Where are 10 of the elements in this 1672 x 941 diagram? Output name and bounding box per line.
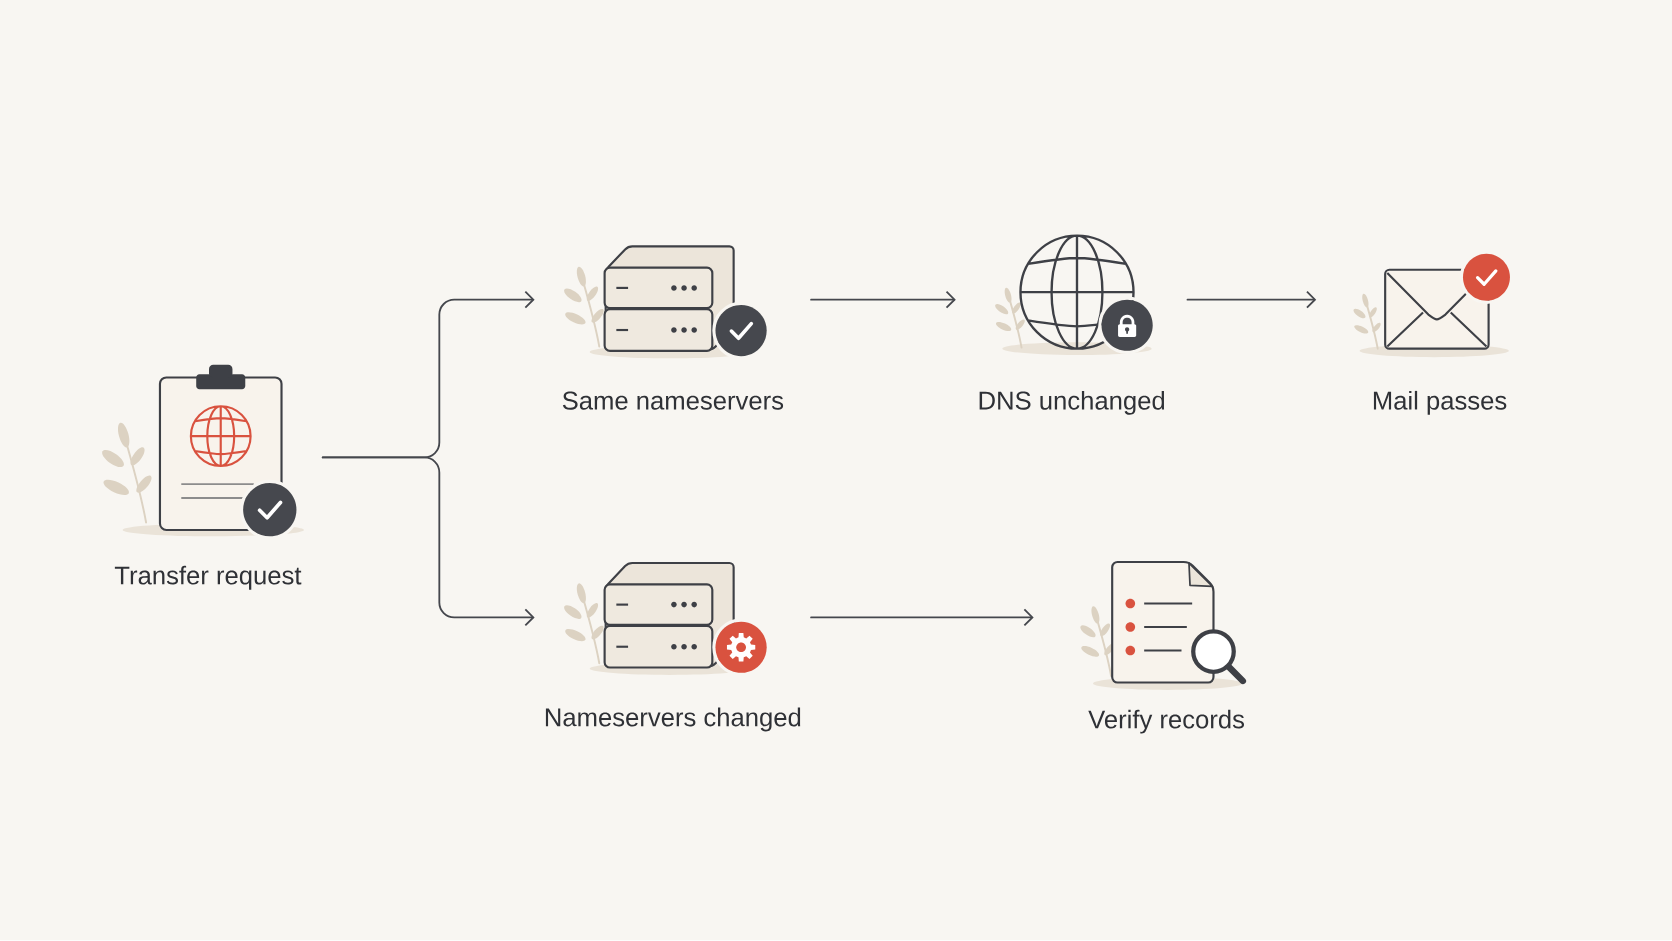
step-label: Verify records bbox=[1088, 710, 1244, 734]
step-label: DNS unchanged bbox=[979, 391, 1165, 415]
arrow bbox=[321, 456, 535, 627]
step-label: Transfer request bbox=[114, 566, 302, 590]
step-label: Mail passes bbox=[1373, 391, 1507, 415]
arrow bbox=[1186, 290, 1317, 309]
arrow bbox=[810, 290, 956, 309]
step-label: Nameservers changed bbox=[545, 707, 801, 732]
step-label: Same nameservers bbox=[562, 391, 784, 410]
arrow bbox=[810, 608, 1034, 627]
